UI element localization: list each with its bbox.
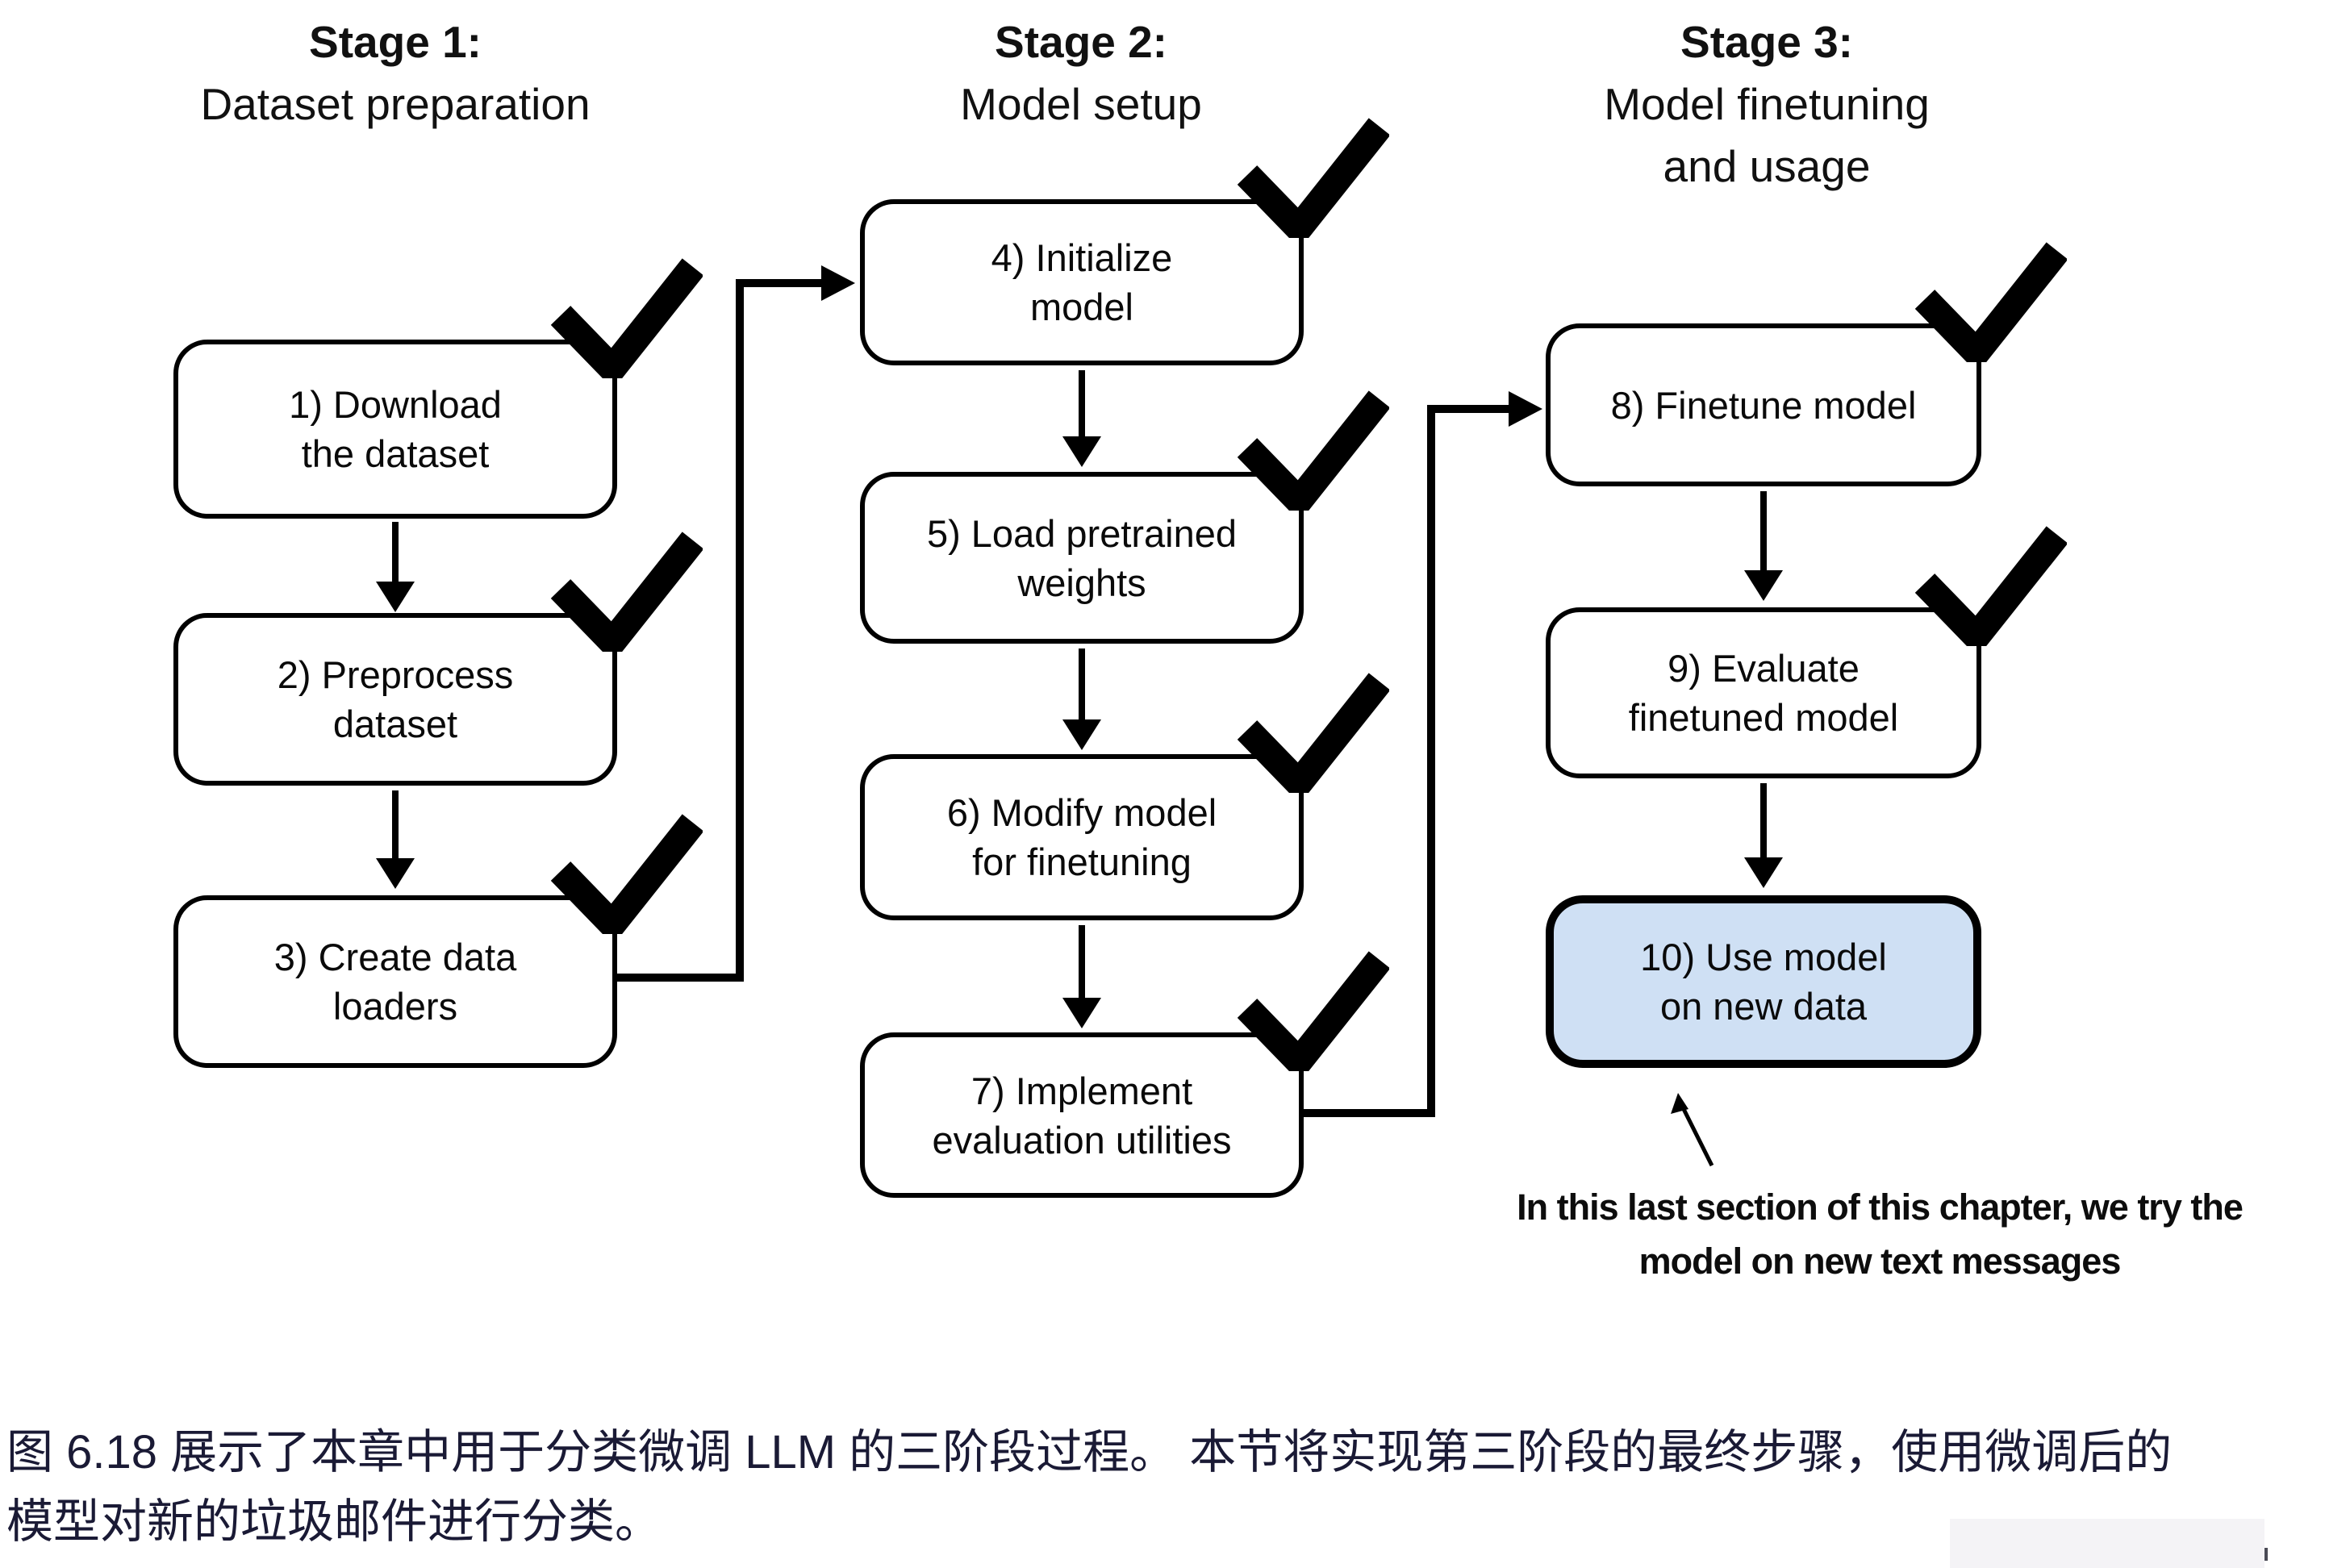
check-icon	[550, 532, 703, 652]
connector-7-8-vertical	[1427, 405, 1435, 1117]
stage3-subtitle2: and usage	[1663, 141, 1871, 191]
step-label: 10) Use model	[1640, 936, 1887, 978]
step-box-6: 6) Modify model for finetuning	[860, 673, 1389, 920]
check-icon	[1914, 242, 2067, 362]
check-icon	[1914, 526, 2067, 646]
step-label: 3) Create data	[273, 936, 517, 978]
caption-line-2: 模型对新的垃圾邮件进行分类。	[6, 1495, 662, 1548]
step-box-10-highlighted: 10) Use model on new data	[1546, 895, 1981, 1068]
check-icon	[1237, 118, 1389, 238]
step-label: 1) Download	[289, 383, 502, 426]
step-label: 8) Finetune model	[1610, 383, 1917, 427]
annotation-text: In this last section of this chapter, we…	[1428, 1180, 2325, 1288]
step-box-4: 4) Initialize model	[860, 118, 1389, 365]
step-label: 9) Evaluate	[1668, 647, 1860, 690]
arrow-down-9-10	[1744, 783, 1783, 888]
arrow-down-8-9	[1744, 491, 1783, 601]
text-cursor	[2264, 1548, 2268, 1561]
step-label: weights	[1017, 561, 1146, 604]
connector-7-8-horizontal-top	[1435, 405, 1509, 413]
arrow-down-5-6	[1062, 648, 1101, 750]
arrow-down-4-5	[1062, 370, 1101, 467]
arrow-down-1-2	[376, 522, 415, 612]
stage2-header: Stage 2: Model setup	[839, 11, 1323, 136]
stage3-subtitle: Model finetuning	[1604, 79, 1930, 129]
step-label: model	[1029, 286, 1133, 328]
step-box-9: 9) Evaluate finetuned model	[1546, 526, 2067, 778]
step-box-7: 7) Implement evaluation utilities	[860, 951, 1389, 1198]
step-label: 5) Load pretrained	[926, 511, 1238, 555]
stage1-header: Stage 1: Dataset preparation	[137, 11, 653, 136]
step-label: finetuned model	[1628, 696, 1899, 739]
check-icon	[1237, 390, 1389, 511]
check-icon	[550, 814, 703, 934]
step-label: 6) Modify model	[946, 791, 1217, 834]
step-label: on new data	[1659, 985, 1868, 1028]
step-label: evaluation utilities	[932, 1118, 1232, 1161]
connector-3-4-arrowhead	[821, 265, 855, 301]
annotation-arrow	[1671, 1093, 1714, 1167]
background-strip	[1950, 1519, 2264, 1568]
arrow-down-6-7	[1062, 925, 1101, 1028]
step-label: loaders	[332, 985, 458, 1028]
step-label: for finetuning	[972, 840, 1192, 883]
step-box-5: 5) Load pretrained weights	[860, 390, 1389, 644]
figure-caption: 图 6.18 展示了本章中用于分类微调 LLM 的三阶段过程。 本节将实现第三阶…	[6, 1418, 2319, 1557]
connector-7-8-horizontal	[1300, 1109, 1431, 1117]
step-label: 2) Preprocess	[277, 653, 514, 696]
stage1-subtitle: Dataset preparation	[200, 79, 591, 129]
check-icon	[550, 258, 703, 378]
check-icon	[1237, 673, 1389, 793]
step-box-1: 1) Download the dataset	[173, 258, 703, 519]
step-label: 7) Implement	[970, 1069, 1193, 1112]
step-box-8: 8) Finetune model	[1546, 242, 2067, 486]
step-label: the dataset	[301, 432, 490, 475]
connector-3-4-vertical	[736, 279, 744, 982]
arrow-down-2-3	[376, 790, 415, 889]
caption-line-1: 图 6.18 展示了本章中用于分类微调 LLM 的三阶段过程。 本节将实现第三阶…	[6, 1426, 2173, 1478]
check-icon	[1237, 951, 1389, 1071]
stage3-title: Stage 3:	[1680, 17, 1853, 67]
step-box-3: 3) Create data loaders	[173, 814, 703, 1068]
connector-3-4-horizontal-top	[744, 279, 821, 287]
step-label: dataset	[332, 703, 458, 745]
step-box-2: 2) Preprocess dataset	[173, 532, 703, 786]
connector-7-8-arrowhead	[1509, 391, 1542, 427]
annotation-line-1: In this last section of this chapter, we…	[1517, 1186, 2244, 1228]
stage2-title: Stage 2:	[995, 17, 1167, 67]
annotation-line-2: model on new text messages	[1638, 1241, 2122, 1282]
step-label: 4) Initialize	[991, 236, 1173, 279]
stage1-title: Stage 1:	[309, 17, 482, 67]
connector-3-4-horizontal	[613, 974, 744, 982]
stage2-subtitle: Model setup	[960, 79, 1202, 129]
stage3-header: Stage 3: Model finetuning and usage	[1525, 11, 2009, 198]
